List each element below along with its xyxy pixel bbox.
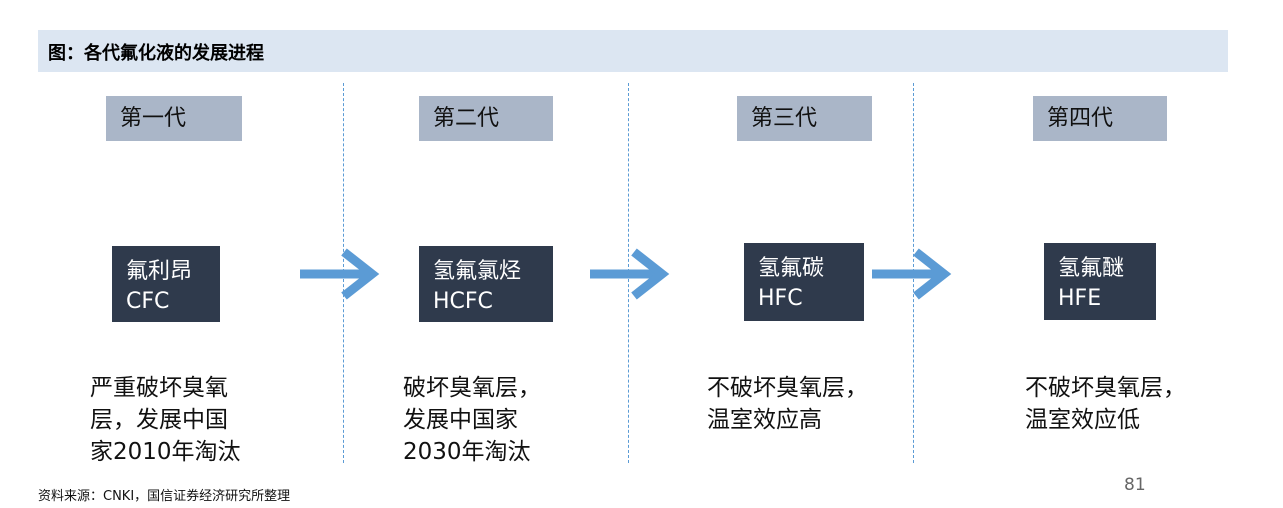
chem-name-cn: 氢氟碳 — [758, 256, 825, 281]
arrow-right-icon — [590, 248, 670, 300]
chem-name-en: HFC — [758, 286, 803, 311]
arrow-right-icon — [872, 248, 952, 300]
arrow-right-icon — [300, 248, 380, 300]
chem-box-3: 氢氟碳 HFC — [744, 243, 864, 321]
gen-label-2: 第二代 — [419, 96, 553, 141]
title-bar: 图：各代氟化液的发展进程 — [38, 30, 1228, 72]
chem-name-en: HFE — [1058, 286, 1102, 311]
page-number: 81 — [1124, 475, 1146, 495]
gen-description-1: 严重破坏臭氧 层，发展中国 家2010年淘汰 — [90, 375, 241, 465]
gen-label-3: 第三代 — [737, 96, 872, 141]
chem-box-2: 氢氟氯烃 HCFC — [419, 246, 553, 322]
gen-description-4: 不破坏臭氧层， 温室效应低 — [1025, 375, 1186, 433]
diagram-title: 图：各代氟化液的发展进程 — [48, 43, 264, 64]
chem-box-4: 氢氟醚 HFE — [1044, 243, 1156, 320]
gen-description-2: 破坏臭氧层， 发展中国家 2030年淘汰 — [403, 375, 541, 465]
chem-box-1: 氟利昂 CFC — [112, 246, 220, 322]
chem-name-cn: 氢氟醚 — [1058, 256, 1125, 281]
chem-name-cn: 氢氟氯烃 — [433, 259, 522, 284]
chem-name-en: CFC — [126, 289, 170, 314]
chem-name-en: HCFC — [433, 289, 493, 314]
gen-description-3: 不破坏臭氧层， 温室效应高 — [707, 375, 868, 433]
gen-label-1: 第一代 — [106, 96, 242, 141]
chem-name-cn: 氟利昂 — [126, 259, 193, 284]
gen-label-4: 第四代 — [1033, 96, 1167, 141]
source-note: 资料来源：CNKI，国信证券经济研究所整理 — [38, 489, 291, 504]
